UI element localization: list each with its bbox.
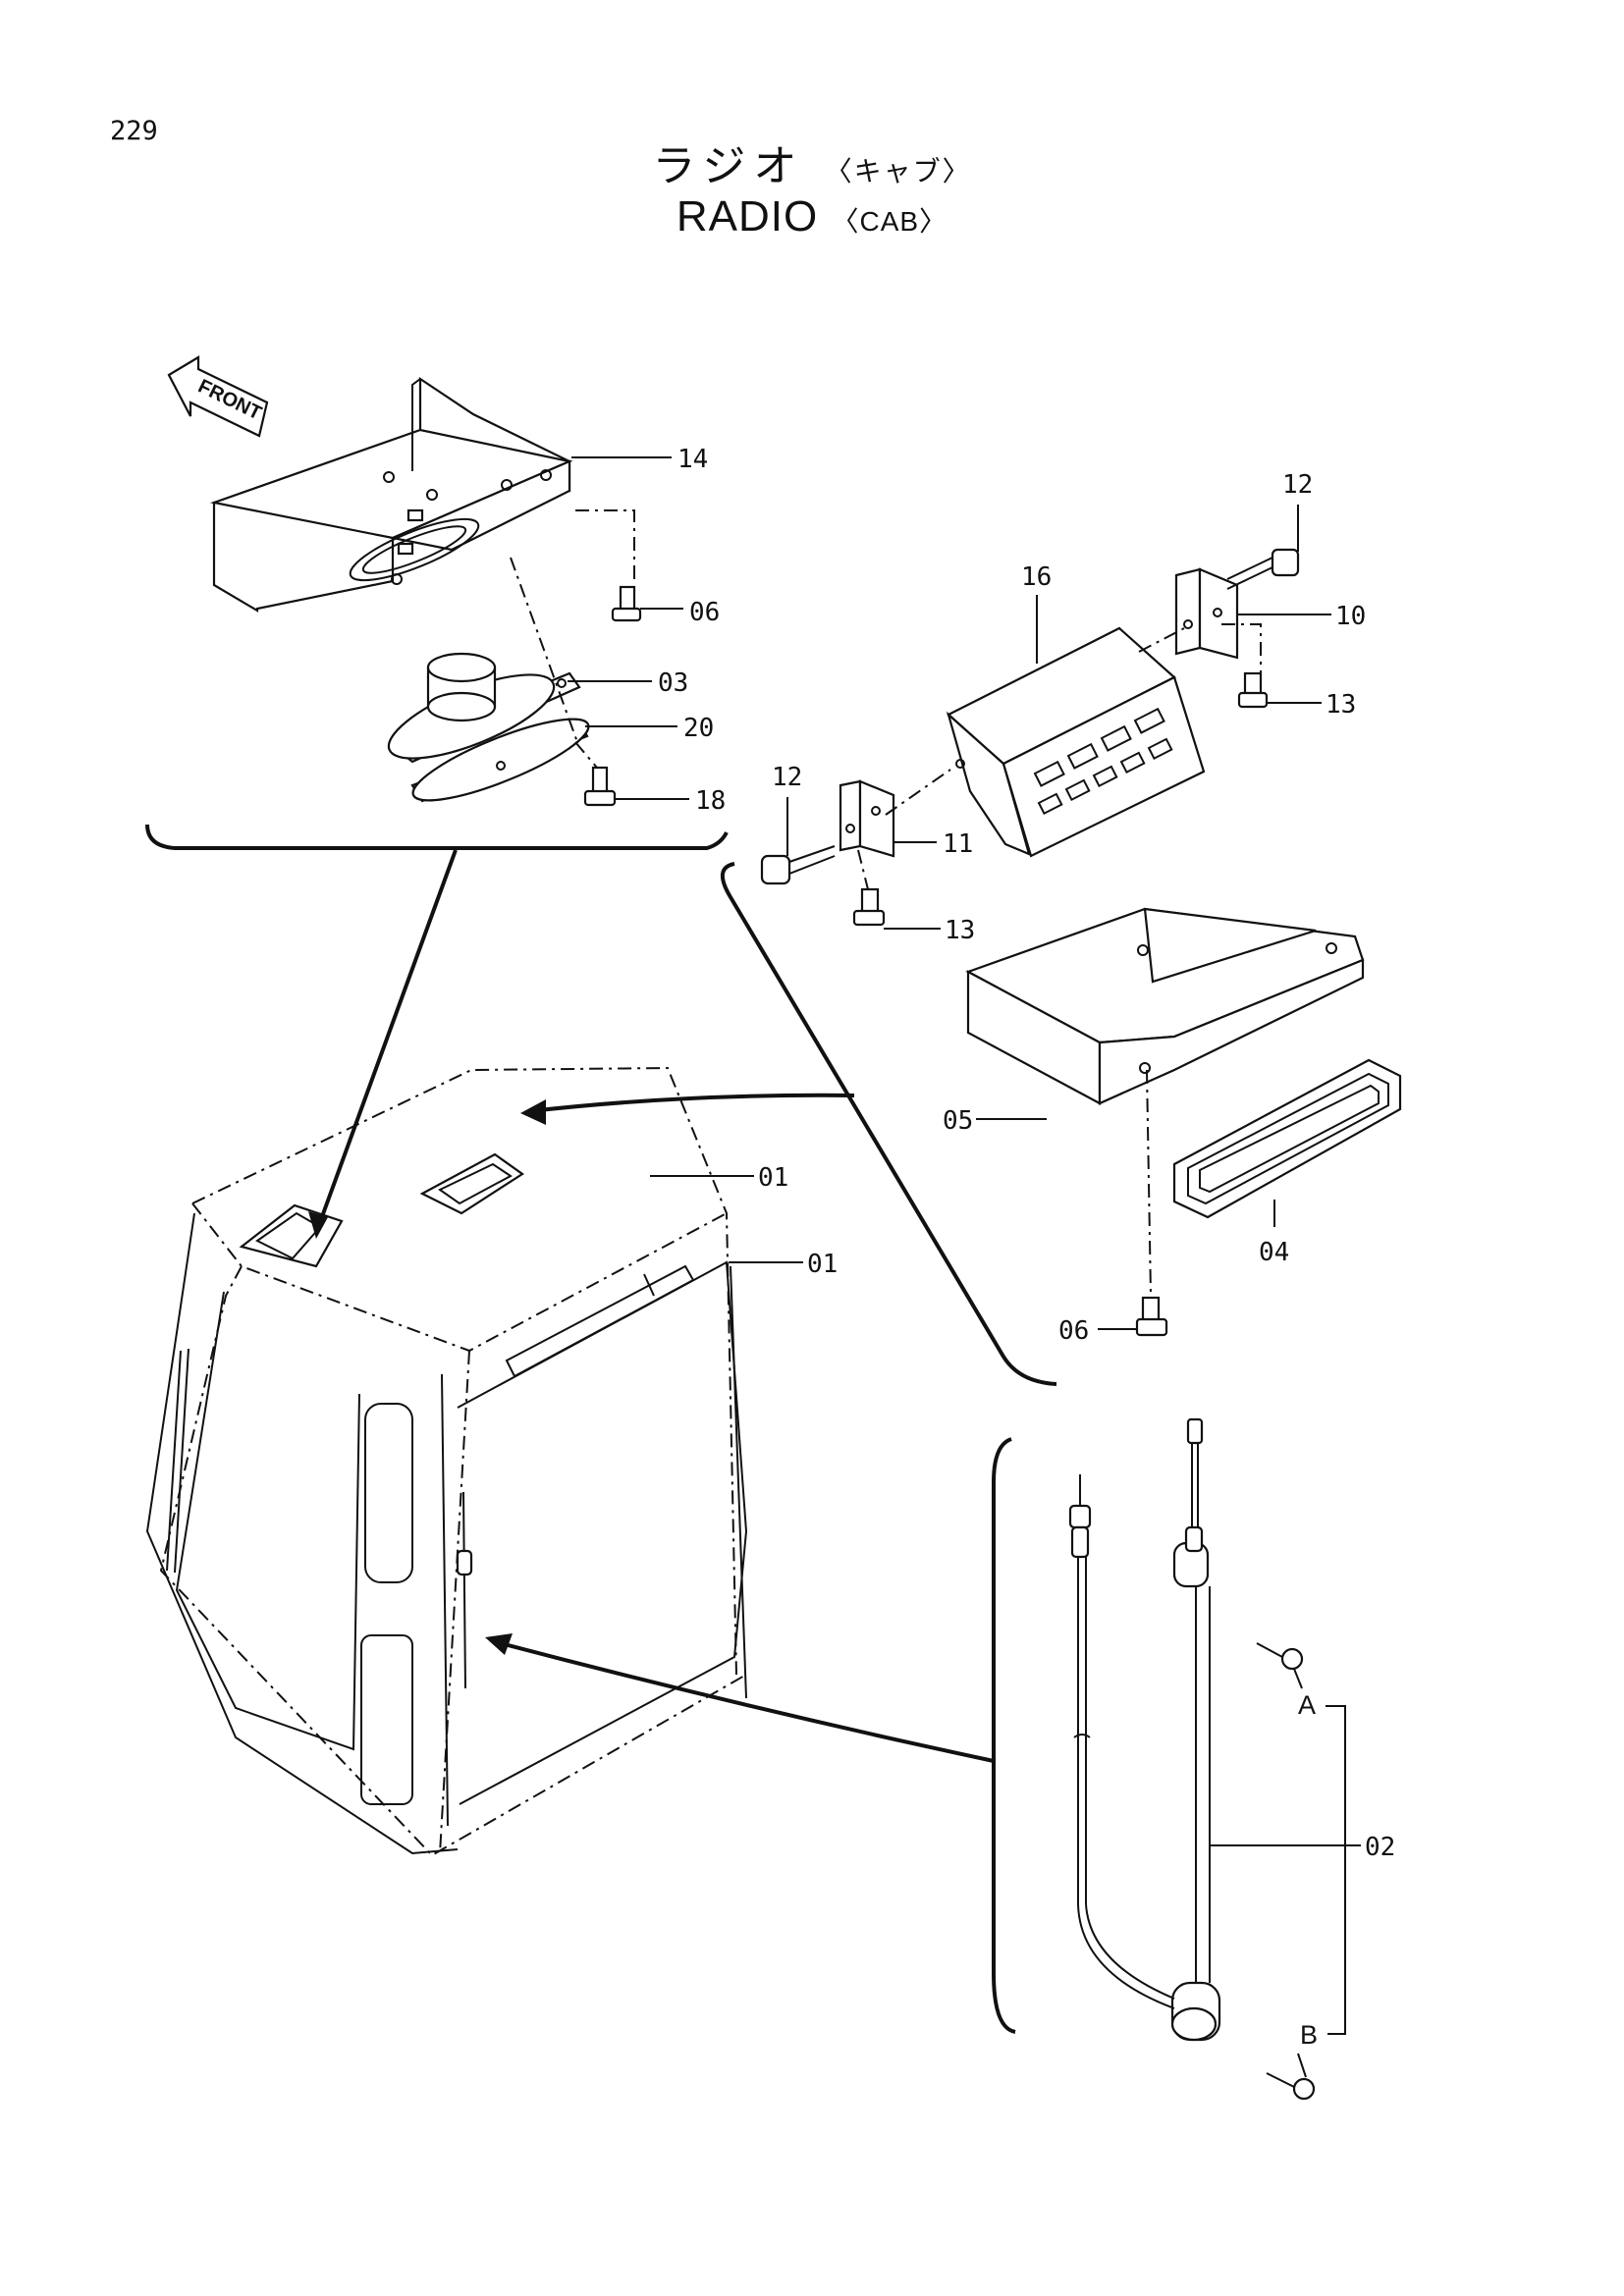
bolt-icon	[852, 887, 886, 927]
speaker-gasket	[410, 718, 590, 803]
bolt-icon	[1226, 548, 1300, 590]
callout-01: 01	[807, 1250, 838, 1279]
pointer-line	[492, 1639, 995, 1763]
radio-bracket-right	[1174, 567, 1239, 660]
screw-icon	[1135, 1296, 1168, 1337]
callout-12: 12	[1282, 470, 1313, 500]
bolt-icon	[1237, 671, 1269, 709]
cab	[145, 1066, 748, 1857]
radio-unit	[946, 626, 1206, 858]
callout-04: 04	[1259, 1238, 1289, 1267]
screw-icon	[583, 766, 617, 807]
callout-18: 18	[695, 786, 726, 816]
callout-01: 01	[758, 1163, 788, 1193]
radio-bracket-left	[839, 779, 895, 858]
callout-11: 11	[943, 829, 973, 859]
antenna-cable	[1068, 1474, 1175, 2009]
callout-05: 05	[943, 1106, 973, 1136]
speaker-bracket	[209, 376, 573, 613]
callout-10: 10	[1335, 602, 1366, 631]
callout-13: 13	[945, 916, 975, 945]
screw-icon	[611, 585, 642, 622]
callout-14: 14	[677, 445, 708, 474]
group-bracket	[721, 862, 1057, 1386]
callout-20: 20	[683, 714, 714, 743]
screw-icon	[1256, 1642, 1304, 1671]
callout-06: 06	[1058, 1316, 1089, 1346]
callout-12: 12	[772, 763, 802, 792]
radio-housing	[965, 907, 1365, 1105]
callout-B: B	[1300, 2020, 1318, 2050]
callout-16: 16	[1021, 562, 1052, 592]
antenna	[1170, 1417, 1221, 2042]
callout-13: 13	[1326, 690, 1356, 720]
front-arrow-icon: FRONT	[167, 355, 269, 438]
bolt-icon	[760, 845, 836, 885]
pointer-line	[529, 1093, 855, 1113]
group-bracket	[992, 1437, 1016, 2034]
callout-02: 02	[1365, 1833, 1395, 1862]
radio-bezel	[1172, 1058, 1402, 1219]
title-ja-main: ラジオ	[652, 142, 805, 190]
speaker	[387, 652, 581, 764]
title-en-sub: 〈CAB〉	[831, 206, 948, 237]
title-japanese: ラジオ 〈キャブ〉	[0, 131, 1624, 193]
callout-06: 06	[689, 598, 720, 627]
callout-A: A	[1298, 1690, 1316, 1720]
title-en-main: RADIO	[676, 192, 819, 240]
callout-03: 03	[658, 668, 688, 698]
title-english: RADIO 〈CAB〉	[0, 192, 1624, 241]
screw-icon	[1266, 2072, 1316, 2101]
pointer-line	[314, 849, 458, 1234]
page-number: 229	[110, 116, 158, 146]
group-bracket	[145, 824, 729, 850]
title-ja-sub: 〈キャブ〉	[824, 156, 972, 187]
